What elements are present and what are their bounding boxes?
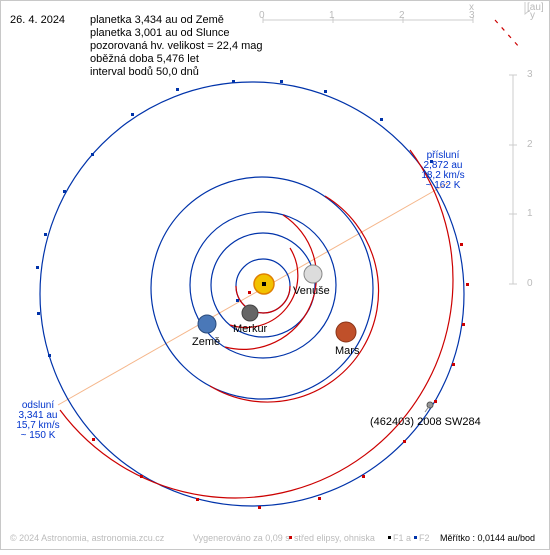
- earth-orbit: [189, 211, 337, 359]
- mars-orbit: [150, 176, 374, 400]
- mars-orbit-red: [209, 195, 380, 403]
- perihelion-title: přísluní: [426, 150, 460, 161]
- x-tick-label: 1: [329, 10, 335, 21]
- perihelion-distance: 2,872 au: [423, 160, 463, 171]
- y-tick-label: 0: [527, 278, 533, 289]
- x-tick-label: 3: [469, 10, 475, 21]
- y-tick-label: 1: [527, 208, 533, 219]
- y-tick-label: 2: [527, 139, 533, 150]
- info-line-period: oběžná doba 5,476 let: [90, 53, 199, 65]
- f2-legend-label: F2: [419, 533, 430, 543]
- axes: [262, 2, 531, 285]
- center-legend-label: střed elipsy, ohniska: [294, 533, 375, 543]
- f1-legend-label: F1 a: [393, 533, 412, 543]
- info-line-distance-sun: planetka 3,001 au od Slunce: [90, 27, 230, 39]
- unit-label: [au]: [527, 2, 544, 13]
- earth-icon: [197, 314, 217, 334]
- x-tick-label: 2: [399, 10, 405, 21]
- venus-icon: [303, 264, 323, 284]
- venus-label: Venuše: [293, 285, 330, 297]
- asteroid-pointer: [424, 404, 431, 413]
- orbit-points: [36, 80, 469, 509]
- info-line-interval: interval bodů 50,0 dnů: [90, 66, 199, 78]
- asteroid-orbit-offscreen: [494, 19, 521, 49]
- earth-orbit-red: [224, 214, 318, 350]
- info-line-magnitude: pozorovaná hv. velikost = 22,4 mag: [90, 40, 263, 52]
- ellipse-center-marker: [248, 291, 251, 294]
- aphelion-temp: ~ 150 K: [20, 430, 56, 441]
- asteroid-orbit-blue: [39, 81, 465, 507]
- venus-orbit-red: [229, 247, 299, 329]
- mercury-icon: [241, 304, 259, 322]
- perihelion-temp: ~ 162 K: [425, 180, 461, 191]
- aphelion-block: odsluní 3,341 au 15,7 km/s ~ 150 K: [13, 401, 63, 441]
- x-tick-label: 0: [259, 10, 265, 21]
- perihelion-block: přísluní 2,872 au 18,2 km/s ~ 162 K: [418, 151, 468, 191]
- f1-legend-marker: [388, 536, 391, 539]
- asteroid-label: (462403) 2008 SW284: [370, 416, 481, 428]
- f2-legend-marker: [414, 536, 417, 539]
- mercury-label: Merkur: [233, 323, 268, 335]
- mercury-orbit-red: [235, 285, 291, 314]
- venus-orbit: [210, 232, 316, 338]
- apsis-line: [57, 182, 449, 406]
- center-legend-marker: [289, 536, 292, 539]
- earth-orbit-node-marker: [236, 299, 239, 302]
- earth-label: Země: [192, 336, 221, 348]
- axis-arrow-icon: [524, 2, 531, 16]
- mars-label: Mars: [335, 345, 360, 357]
- aphelion-speed: 15,7 km/s: [16, 420, 60, 431]
- y-axis-label: y: [530, 10, 535, 21]
- copyright-link[interactable]: © 2024 Astronomia, astronomia.zcu.cz: [10, 533, 165, 543]
- generated-time: Vygenerováno za 0,09 s: [193, 533, 290, 543]
- x-axis-label: x: [469, 2, 474, 13]
- sun-center-marker: [262, 282, 266, 286]
- scale-label: Měřítko : 0,0144 au/bod: [440, 533, 536, 543]
- info-line-distance-earth: planetka 3,434 au od Země: [90, 14, 224, 26]
- y-tick-label: 3: [527, 69, 533, 80]
- aphelion-distance: 3,341 au: [18, 410, 58, 421]
- perihelion-speed: 18,2 km/s: [421, 170, 465, 181]
- aphelion-title: odsluní: [21, 400, 55, 411]
- mars-icon: [335, 321, 357, 343]
- date-label: 26. 4. 2024: [10, 14, 66, 26]
